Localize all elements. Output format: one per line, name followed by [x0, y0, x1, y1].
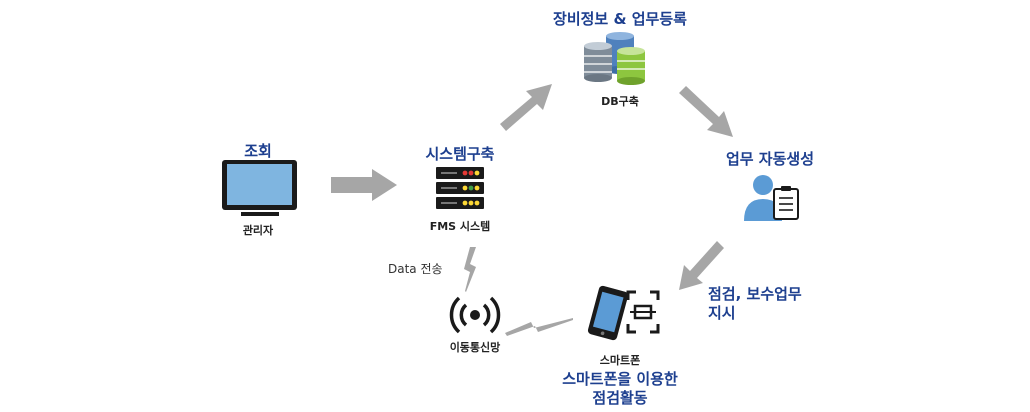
admin-caption: 관리자: [242, 224, 274, 237]
arrow-task-to-phone: [679, 241, 724, 290]
system-title: 시스템구축: [425, 145, 495, 163]
smartphone-title-line1: 스마트폰을 이용한: [562, 370, 678, 388]
lightning-bolt-network-phone: [505, 318, 573, 336]
server-icon: [436, 167, 484, 209]
instruction-title-line1: 점검, 보수업무: [708, 285, 802, 303]
database-icon: [584, 32, 645, 85]
db-caption: DB구축: [601, 95, 639, 108]
arrow-monitor-to-server: [331, 169, 397, 201]
network-caption: 이동통신망: [449, 341, 501, 354]
db-title: 장비정보 & 업무등록: [553, 10, 687, 28]
worker-clipboard-icon: [744, 175, 799, 221]
lightning-bolt-server-network: [464, 247, 476, 292]
inquiry-title: 조회: [244, 142, 272, 160]
smartphone-scan-icon: [587, 285, 660, 341]
fms-caption: FMS 시스템: [429, 220, 491, 233]
arrow-server-to-db: [500, 84, 552, 131]
smartphone-caption: 스마트폰: [599, 354, 641, 367]
monitor-icon: [222, 160, 297, 216]
arrow-db-to-task: [679, 86, 733, 137]
task-title: 업무 자동생성: [725, 150, 815, 168]
smartphone-title-line2: 점검활동: [592, 389, 648, 407]
data-transfer-label: Data 전송: [388, 262, 443, 276]
instruction-title-line2: 지시: [708, 304, 736, 322]
wireless-signal-icon: [449, 296, 501, 334]
